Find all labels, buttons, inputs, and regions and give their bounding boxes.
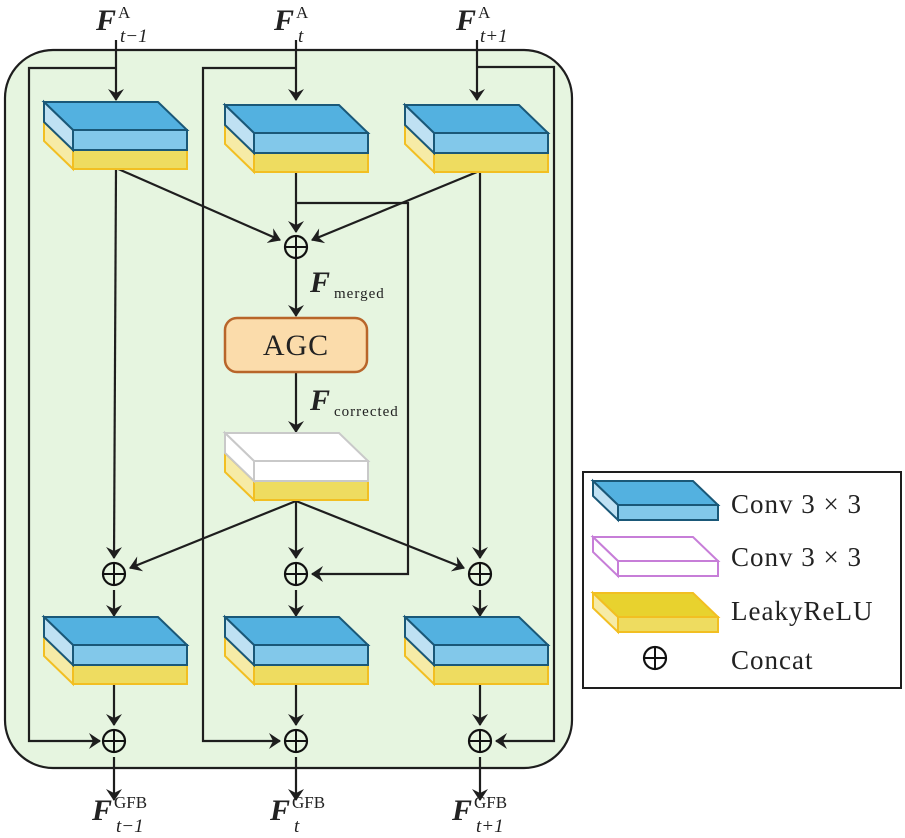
connection-wires [27, 40, 556, 801]
legend-conv-blue-icon [590, 478, 721, 523]
legend-label-concat: Concat [731, 645, 813, 675]
concat-mid-mid [283, 561, 309, 587]
conv-block-right-1 [402, 102, 551, 175]
left-down [106, 167, 123, 559]
conv-front [72, 644, 188, 666]
conv-block-corrected [222, 430, 371, 503]
legend-label-conv-blue: Conv 3 × 3 [731, 489, 862, 519]
relu-front [72, 149, 188, 170]
conv-front [253, 460, 369, 482]
legend-leakyrelu-icon [590, 590, 721, 635]
mid-skip [296, 201, 410, 582]
conv-block-mid-2 [222, 614, 371, 687]
corrected-to-left [129, 499, 297, 572]
relu-front [433, 664, 549, 685]
bypass-mid [201, 66, 296, 749]
gfb-panel [3, 48, 574, 770]
legend-conv-white-icon [590, 534, 721, 579]
concat-left-final [101, 728, 127, 754]
conv-front [433, 644, 549, 666]
legend: Conv 3 × 3 Conv 3 × 3 LeakyReLU Concat [582, 471, 902, 689]
corrected-to-right [295, 499, 465, 572]
relu-front [253, 664, 369, 685]
conv-block-left-2 [41, 614, 190, 687]
concat-right-mid [467, 561, 493, 587]
conv-block-right-2 [402, 614, 551, 687]
concat-left-mid [101, 561, 127, 587]
bypass-left [27, 66, 116, 749]
bypass-right [477, 65, 556, 749]
agc-module: AGC [223, 316, 369, 374]
conv-block-mid-1 [222, 102, 371, 175]
relu-front [433, 152, 549, 173]
relu-front [253, 480, 369, 501]
relu-front [72, 664, 188, 685]
blocks [41, 99, 551, 754]
concat-mid-final [283, 728, 309, 754]
concat-right-final [467, 728, 493, 754]
legend-label-leakyrelu: LeakyReLU [731, 596, 873, 626]
relu-front [253, 152, 369, 173]
legend-label-conv-white: Conv 3 × 3 [731, 542, 862, 572]
conv-front [433, 132, 549, 154]
legend-concat-icon [642, 645, 668, 671]
conv-front [253, 644, 369, 666]
right-to-merge [311, 170, 478, 244]
conv-block-left-1 [41, 99, 190, 172]
left-to-merge [115, 166, 281, 243]
concat-merge [283, 234, 309, 260]
conv-front [253, 132, 369, 154]
agc-label: AGC [263, 329, 329, 362]
conv-front [72, 129, 188, 151]
